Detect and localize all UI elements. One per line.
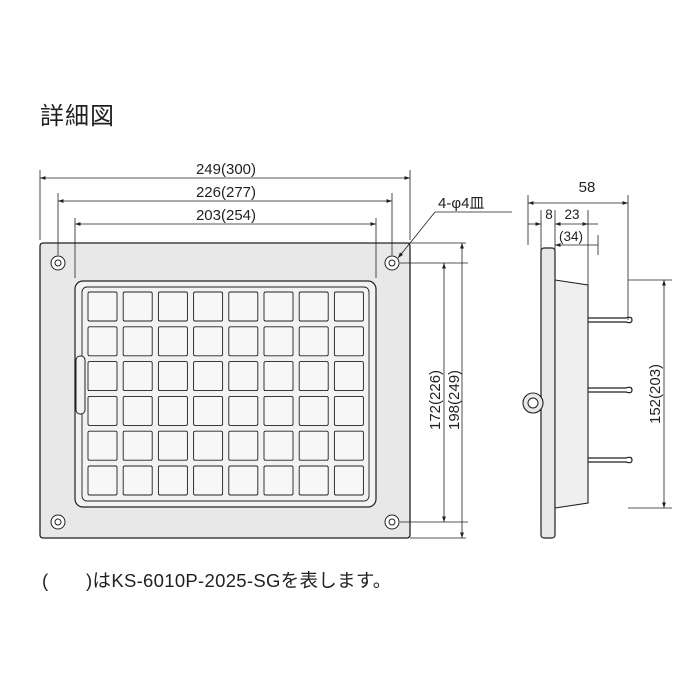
screw-hole-tr bbox=[384, 255, 400, 271]
vent-cell bbox=[263, 361, 294, 392]
page-title: 詳細図 bbox=[40, 103, 115, 130]
width-mid-label: 226(277) bbox=[196, 184, 256, 201]
vent-cell bbox=[298, 361, 329, 392]
front-width-dimensions bbox=[39, 170, 411, 278]
side-dimensions bbox=[527, 195, 672, 509]
vent-cell bbox=[298, 430, 329, 461]
screw-hole-tl bbox=[50, 255, 66, 271]
depth-body-alt-label: (34) bbox=[559, 229, 583, 244]
vent-cell bbox=[333, 465, 364, 496]
vent-cell bbox=[87, 291, 118, 322]
vent-cell bbox=[228, 291, 259, 322]
vent-cell bbox=[87, 326, 118, 357]
vent-cell bbox=[87, 361, 118, 392]
vent-cell bbox=[87, 430, 118, 461]
depth-total-label: 58 bbox=[579, 179, 596, 196]
vent-cell bbox=[298, 326, 329, 357]
vent-cell bbox=[263, 430, 294, 461]
height-outer-label: 198(249) bbox=[446, 370, 463, 430]
width-inner-label: 203(254) bbox=[196, 207, 256, 224]
vent-cell bbox=[298, 465, 329, 496]
side-knob bbox=[522, 392, 544, 414]
latch-handle bbox=[75, 355, 86, 415]
mounting-clip-2 bbox=[588, 386, 633, 394]
vent-cell bbox=[228, 395, 259, 426]
mounting-clip-1 bbox=[588, 316, 633, 324]
vent-cell bbox=[193, 291, 224, 322]
side-height-label: 152(203) bbox=[647, 364, 664, 424]
vent-cell bbox=[228, 326, 259, 357]
vent-cell bbox=[228, 361, 259, 392]
vent-cell bbox=[333, 361, 364, 392]
vent-cell bbox=[193, 430, 224, 461]
vent-cell bbox=[122, 291, 153, 322]
vent-cell bbox=[228, 430, 259, 461]
front-height-dimensions bbox=[376, 242, 468, 539]
vent-cell bbox=[157, 430, 188, 461]
vent-cell bbox=[333, 430, 364, 461]
vent-cell bbox=[193, 361, 224, 392]
height-inner-label: 172(226) bbox=[427, 370, 444, 430]
vent-cell bbox=[193, 465, 224, 496]
vent-cell bbox=[333, 395, 364, 426]
vent-cell bbox=[122, 430, 153, 461]
vent-cell bbox=[263, 465, 294, 496]
vent-cell bbox=[333, 326, 364, 357]
vent-cell bbox=[263, 395, 294, 426]
vent-cell bbox=[333, 291, 364, 322]
inner-frame bbox=[74, 280, 377, 508]
vent-cell bbox=[157, 465, 188, 496]
vent-cell bbox=[228, 465, 259, 496]
vent-cell bbox=[157, 361, 188, 392]
vent-cell bbox=[122, 326, 153, 357]
vent-cell bbox=[122, 395, 153, 426]
vent-cell bbox=[87, 465, 118, 496]
vent-cell bbox=[122, 361, 153, 392]
vent-cell bbox=[263, 326, 294, 357]
screw-holes-label: 4-φ4皿 bbox=[438, 195, 484, 212]
screw-hole-br bbox=[384, 514, 400, 530]
width-outer-label: 249(300) bbox=[196, 161, 256, 178]
mounting-clip-3 bbox=[588, 456, 633, 464]
vent-cell bbox=[193, 326, 224, 357]
vent-cell bbox=[298, 291, 329, 322]
screw-hole-bl bbox=[50, 514, 66, 530]
vent-grid bbox=[87, 291, 364, 496]
vent-cell bbox=[157, 291, 188, 322]
vent-cell bbox=[298, 395, 329, 426]
vent-cell bbox=[193, 395, 224, 426]
flange-label: 8 bbox=[545, 207, 553, 222]
vent-cell bbox=[87, 395, 118, 426]
footnote-caption: ( )はKS-6010P-2025-SGを表します。 bbox=[42, 570, 392, 591]
side-view bbox=[522, 247, 633, 539]
vent-cell bbox=[263, 291, 294, 322]
vent-cell bbox=[122, 465, 153, 496]
vent-cell bbox=[157, 395, 188, 426]
front-view bbox=[39, 242, 411, 539]
vent-cell bbox=[157, 326, 188, 357]
depth-body-label: 23 bbox=[564, 207, 579, 222]
